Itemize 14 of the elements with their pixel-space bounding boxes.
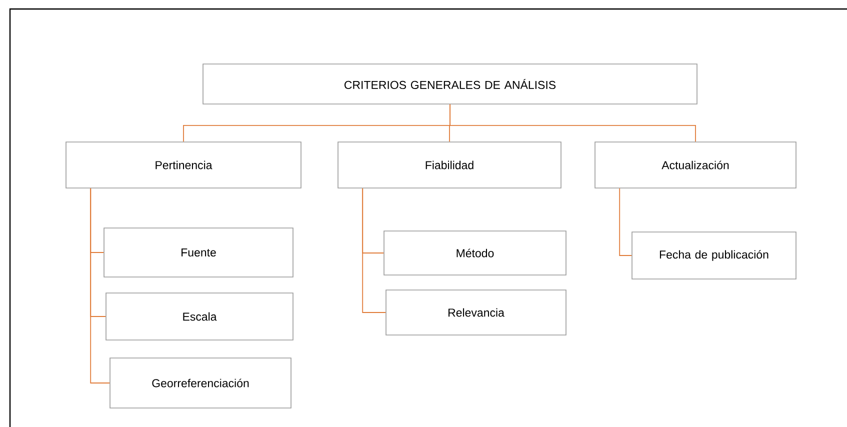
category-box: Fecha de publicación bbox=[632, 232, 796, 280]
category-box: Georreferenciación bbox=[110, 358, 292, 408]
category-box: Relevancia bbox=[386, 290, 566, 336]
category-box: Escala bbox=[106, 292, 294, 340]
connector-line bbox=[90, 188, 110, 384]
category-box: Método bbox=[384, 230, 566, 276]
category-box: Fuente bbox=[104, 228, 294, 278]
connector-line bbox=[619, 188, 632, 256]
category-box: CRITERIOS GENERALES DE ANÁLISIS bbox=[202, 64, 698, 104]
connector-line bbox=[362, 188, 386, 313]
connector-line bbox=[450, 104, 696, 142]
category-box: Fiabilidad bbox=[338, 142, 562, 188]
category-box: Pertinencia bbox=[66, 142, 302, 188]
category-box: Actualización bbox=[594, 142, 796, 188]
